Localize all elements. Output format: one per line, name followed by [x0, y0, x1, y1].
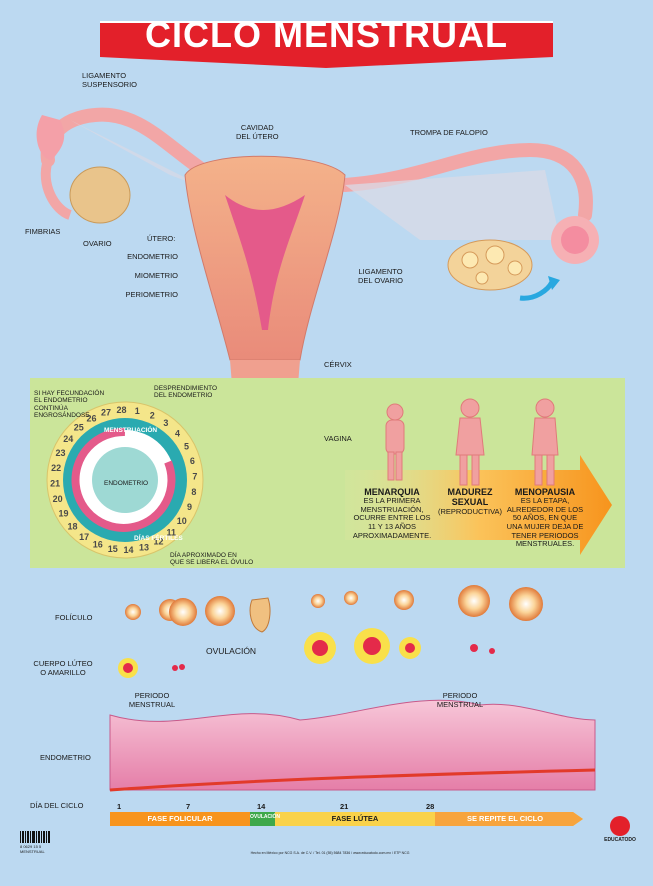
wheel-day-24: 24	[63, 434, 73, 444]
label-perimetrio: PERIOMETRIO	[125, 290, 178, 299]
day-mark-14: 14	[257, 802, 266, 811]
menarquia-title: MENARQUIA	[364, 487, 420, 497]
label-ovulacion: OVULACIÓN	[206, 646, 257, 656]
day-mark-7: 7	[186, 802, 191, 811]
day-mark-1: 1	[117, 802, 122, 811]
label-periodo-menstrual-1: PERIODO MENSTRUAL	[128, 691, 176, 709]
label-vagina: VAGINA	[324, 434, 352, 443]
uterine-cavity	[225, 195, 305, 330]
label-wheel-endometrio: ENDOMETRIO	[104, 480, 149, 487]
life-stage-arrow	[345, 455, 612, 555]
wheel-day-13: 13	[139, 542, 149, 552]
wheel-day-7: 7	[192, 472, 197, 482]
fase-lutea-bar	[275, 812, 435, 826]
wheel-day-20: 20	[53, 494, 63, 504]
menarquia-figure	[385, 403, 405, 481]
wheel-day-3: 3	[163, 418, 168, 428]
ovulacion-bar-label: OVULACIÓN	[250, 814, 280, 820]
label-cuerpo-luteo: CUERPO LÚTEO O AMARILLO	[33, 659, 93, 677]
wheel-day-27: 27	[101, 408, 111, 418]
wheel-day-5: 5	[184, 442, 189, 452]
label-dia-del-ciclo: DÍA DEL CICLO	[30, 801, 84, 810]
brand-logo	[610, 816, 630, 836]
fase-folicular-label: FASE FOLICULAR	[147, 814, 213, 823]
wheel-day-11: 11	[167, 528, 177, 538]
footer-credit: Hecho en México por NCG S.A. de C.V. / T…	[250, 851, 410, 855]
brand-name: EDUCATODO	[604, 837, 636, 843]
label-fecundacion: SI HAY FECUNDACIÓN EL ENDOMETRIO CONTINÚ…	[34, 390, 105, 420]
wheel-day-25: 25	[74, 423, 84, 433]
wheel-day-9: 9	[187, 502, 192, 512]
fallopian-tube-right	[338, 142, 593, 222]
label-ligamento-ovario: LIGAMENTO DEL OVARIO	[358, 267, 404, 285]
label-periodo-menstrual-2: PERIODO MENSTRUAL	[436, 691, 484, 709]
label-foliculo: FOLÍCULO	[55, 613, 93, 622]
label-ovario: OVARIO	[83, 239, 112, 248]
menarquia-text: ES LA PRIMERA MENSTRUACIÓN, OCURRE ENTRE…	[352, 496, 432, 540]
wheel-day-26: 26	[86, 414, 96, 424]
wheel-day-22: 22	[51, 463, 61, 473]
label-dia-aproximado: DÍA APROXIMADO EN QUE SE LIBERA EL ÓVULO	[170, 552, 254, 567]
label-utero: ÚTERO:	[147, 234, 176, 243]
fase-lutea-label: FASE LÚTEA	[331, 814, 379, 823]
day-mark-21: 21	[340, 802, 349, 811]
wheel-day-14: 14	[123, 545, 133, 555]
label-menstruacion: MENSTRUACIÓN	[104, 427, 158, 434]
wheel-day-18: 18	[67, 521, 77, 531]
cycle-wheel	[46, 401, 204, 559]
fimbriae-right	[551, 216, 599, 264]
wheel-day-23: 23	[55, 448, 65, 458]
menopausia-text: ES LA ETAPA, ALREDEDOR DE LOS 50 AÑOS, E…	[506, 496, 584, 549]
corpus-luteum-row	[118, 628, 495, 678]
title-banner	[100, 22, 553, 68]
label-ligamento-suspensorio: LIGAMENTO SUSPENSORIO	[82, 71, 138, 89]
wheel-day-4: 4	[175, 429, 180, 439]
fallopian-tube-left	[40, 107, 217, 182]
wheel-day-28: 28	[116, 405, 126, 415]
label-endometrio-strip: ENDOMETRIO	[40, 753, 91, 762]
se-repite-bar	[435, 812, 583, 826]
wheel-day-21: 21	[50, 479, 60, 489]
madurez-figure	[455, 398, 485, 486]
label-desprendimiento: DESPRENDIMIENTO DEL ENDOMETRIO	[154, 385, 218, 400]
fimbriae-left	[36, 115, 65, 160]
wheel-day-12: 12	[153, 537, 163, 547]
fase-folicular-bar	[110, 812, 250, 826]
ovary-left	[69, 166, 131, 224]
label-cavidad-utero: CAVIDAD DEL ÚTERO	[236, 123, 279, 141]
wheel-day-16: 16	[93, 540, 103, 550]
day-mark-28: 28	[426, 802, 435, 811]
follicle-row	[125, 585, 543, 633]
barcode	[20, 831, 50, 843]
wheel-day-19: 19	[58, 509, 68, 519]
wheel-day-2: 2	[150, 411, 155, 421]
label-cervix: CÉRVIX	[324, 360, 352, 369]
wheel-day-1: 1	[135, 406, 140, 416]
menopausia-figure	[531, 398, 559, 486]
footer-code: 8 0629 15 5 MENSTRUAL	[20, 844, 45, 854]
endometrium-strip	[109, 699, 596, 791]
label-trompa-falopio: TROMPA DE FALOPIO	[410, 128, 488, 137]
label-dias-fertiles: DÍAS FÉRTILES	[134, 535, 183, 542]
wheel-day-10: 10	[177, 516, 187, 526]
ovulacion-bar	[250, 812, 275, 826]
label-endometrio: ENDOMETRIO	[127, 252, 178, 261]
wheel-day-15: 15	[108, 544, 118, 554]
label-fimbrias: FIMBRIAS	[25, 227, 61, 236]
se-repite-label: SE REPITE EL CICLO	[466, 814, 544, 823]
madurez-text: (REPRODUCTIVA)	[437, 507, 503, 516]
page-title: CICLO MENSTRUAL	[145, 14, 508, 55]
madurez-title: MADUREZ SEXUAL	[447, 487, 493, 508]
wheel-day-17: 17	[79, 532, 89, 542]
wheel-day-6: 6	[190, 456, 195, 466]
label-miometrio: MIOMETRIO	[134, 271, 178, 280]
wheel-day-8: 8	[191, 487, 196, 497]
ovulation-arrow	[519, 280, 555, 301]
menopausia-title: MENOPAUSIA	[514, 487, 576, 497]
